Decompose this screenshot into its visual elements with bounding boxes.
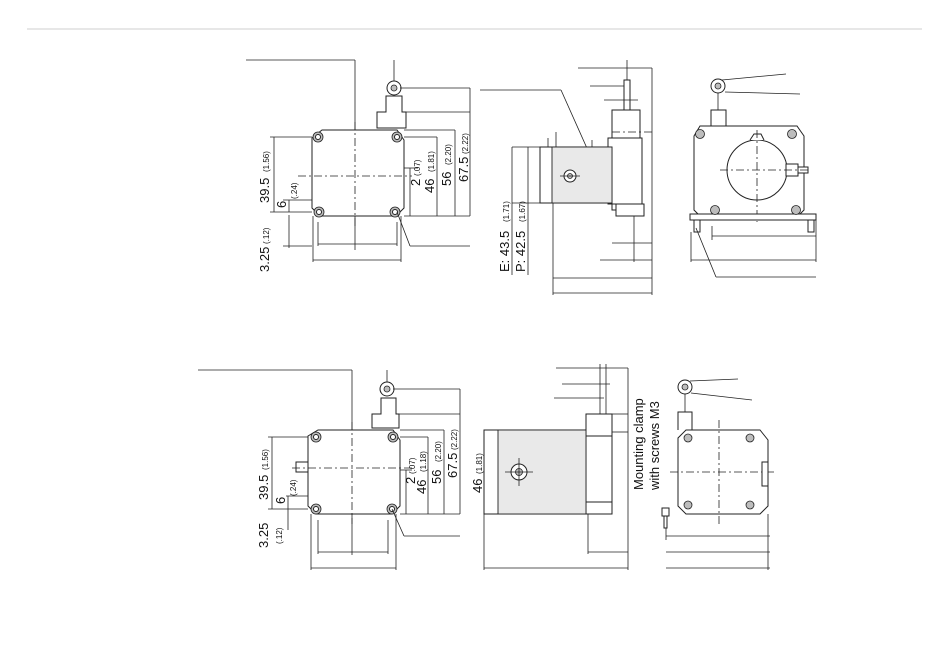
dim-46-inch: (1.18)	[419, 451, 428, 472]
dim-2-inch: (.07)	[408, 457, 417, 474]
top-rear-view	[690, 74, 816, 277]
dim-e-inch: (1.71)	[502, 201, 511, 222]
dim-2-inch: (.07)	[413, 159, 422, 176]
top-side-view: E: 43.5 (1.71) P: 42.5 (1.67)	[480, 60, 654, 295]
bottom-side-view: 46 (1.81) Mounting clamp with screws M3	[470, 364, 662, 570]
dim-3-25: 3.25	[256, 523, 271, 548]
clamp-note-line-2: with screws M3	[647, 401, 662, 491]
dim-p-42-5: P: 42.5	[513, 231, 528, 272]
dim-p-inch: (1.67)	[518, 201, 527, 222]
bottom-rear-view	[662, 379, 776, 570]
dim-3-25: 3.25	[257, 247, 272, 272]
dim-e-43-5: E: 43.5	[497, 231, 512, 272]
dim-2: 2	[408, 179, 423, 186]
dim-56: 56	[429, 470, 444, 484]
dim-67-5: 67.5	[445, 453, 460, 478]
dim-56-inch: (2.20)	[444, 144, 453, 165]
clamp-note-line-1: Mounting clamp	[631, 398, 646, 490]
dim-67-5-inch: (2.22)	[450, 429, 459, 450]
dim-6-inch: (.24)	[289, 479, 298, 496]
dim-6: 6	[274, 201, 289, 208]
dim-side-46: 46	[470, 479, 485, 493]
dim-6: 6	[273, 497, 288, 504]
top-front-view: 39.5 (1.56) 6 (.24) 3.25 (.12) 2 (.07) 4…	[246, 60, 471, 272]
dim-3-25-inch: (.12)	[275, 527, 284, 544]
dim-39-5-inch: (1.56)	[261, 449, 270, 470]
dim-3-25-inch: (.12)	[262, 227, 271, 244]
dim-46: 46	[422, 179, 437, 193]
dim-56-inch: (2.20)	[434, 441, 443, 462]
dim-39-5: 39.5	[256, 475, 271, 500]
dim-39-5-inch: (1.56)	[262, 151, 271, 172]
dim-46: 46	[414, 480, 429, 494]
dim-46-inch: (1.81)	[427, 151, 436, 172]
dim-39-5: 39.5	[257, 178, 272, 203]
dim-56: 56	[439, 172, 454, 186]
dim-67-5: 67.5	[456, 157, 471, 182]
dim-6-inch: (.24)	[290, 182, 299, 199]
dim-67-5-inch: (2.22)	[461, 133, 470, 154]
dim-side-46-inch: (1.81)	[475, 453, 484, 474]
bottom-front-view: 39.5 (1.56) 6 (.24) 3.25 (.12) 2 (.07) 4…	[198, 370, 460, 570]
